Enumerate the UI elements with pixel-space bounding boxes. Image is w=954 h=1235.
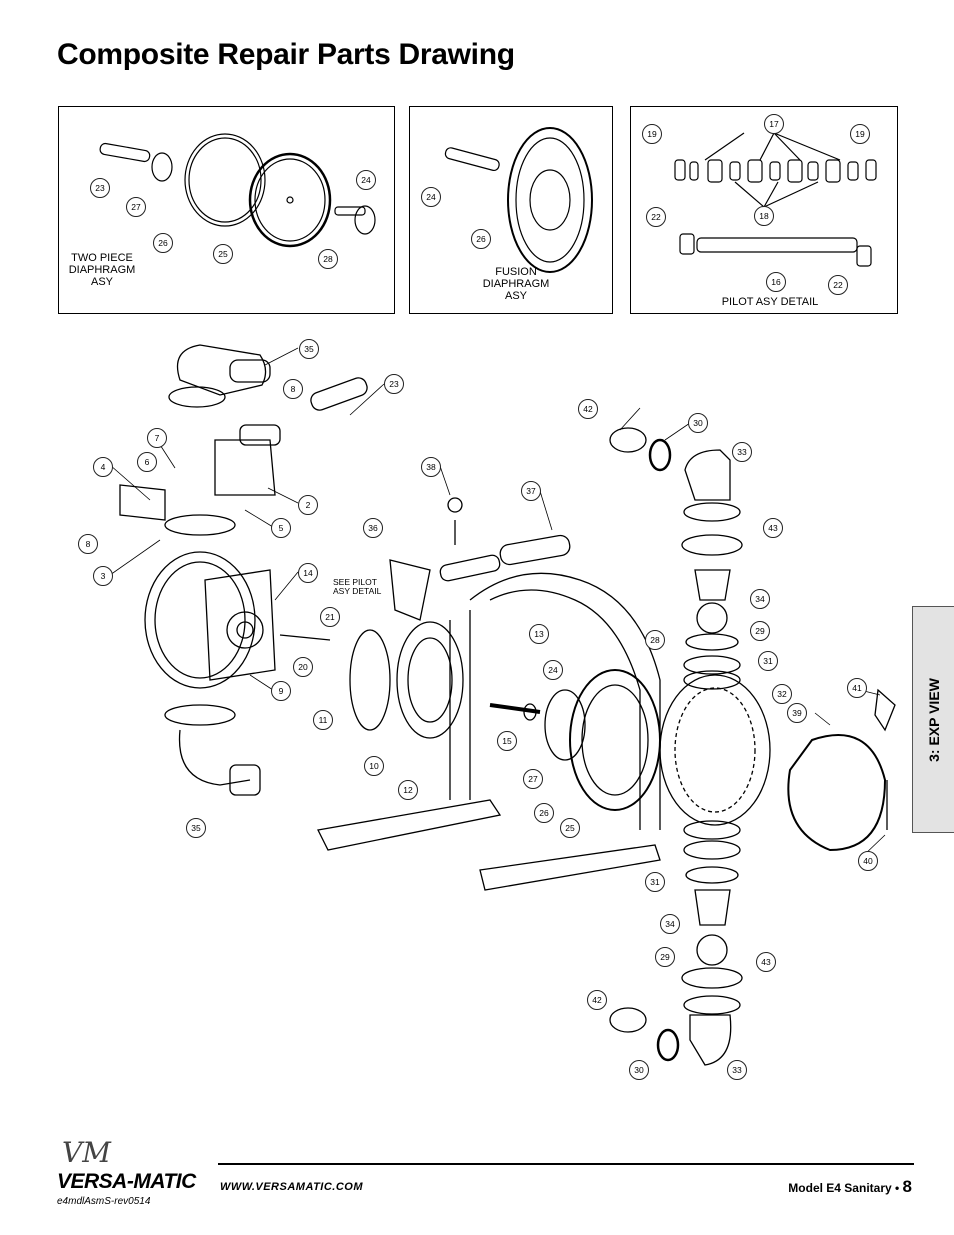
see-pilot-note: SEE PILOT ASY DETAIL	[333, 577, 382, 596]
callout-24: 24	[356, 170, 376, 190]
callout-31: 31	[645, 872, 665, 892]
callout-30: 30	[688, 413, 708, 433]
callout-28: 28	[645, 630, 665, 650]
callout-24: 24	[421, 187, 441, 207]
fusion-diaphragm-drawing	[444, 127, 593, 273]
callout-38: 38	[421, 457, 441, 477]
section-tab[interactable]: 3: EXP VIEW	[912, 606, 954, 833]
callout-2: 2	[298, 495, 318, 515]
page-title: Composite Repair Parts Drawing	[57, 38, 515, 71]
document-id: e4mdlAsmS-rev0514	[57, 1196, 151, 1207]
callout-18: 18	[754, 206, 774, 226]
callout-43: 43	[756, 952, 776, 972]
callout-33: 33	[727, 1060, 747, 1080]
callout-8: 8	[78, 534, 98, 554]
versa-matic-logo: VERSA-MATIC	[57, 1170, 196, 1193]
callout-20: 20	[293, 657, 313, 677]
callout-41: 41	[847, 678, 867, 698]
callout-11: 11	[313, 710, 333, 730]
callout-16: 16	[766, 272, 786, 292]
callout-23: 23	[384, 374, 404, 394]
callout-30: 30	[629, 1060, 649, 1080]
model-label: Model E4 Sanitary •	[788, 1181, 903, 1195]
callout-22: 22	[646, 207, 666, 227]
air-side-assembly	[119, 344, 541, 796]
callout-14: 14	[298, 563, 318, 583]
footer-divider	[218, 1163, 914, 1165]
callout-26: 26	[471, 229, 491, 249]
callout-22: 22	[828, 275, 848, 295]
pilot-caption: PILOT ASY DETAIL	[721, 296, 819, 308]
callout-40: 40	[858, 851, 878, 871]
fusion-caption: FUSION DIAPHRAGM ASY	[482, 266, 550, 302]
callout-29: 29	[655, 947, 675, 967]
callout-9: 9	[271, 681, 291, 701]
website-link[interactable]: WWW.VERSAMATIC.COM	[220, 1181, 364, 1193]
page-number: 8	[902, 1177, 912, 1196]
callout-39: 39	[787, 703, 807, 723]
callout-29: 29	[750, 621, 770, 641]
callout-34: 34	[660, 914, 680, 934]
callout-6: 6	[137, 452, 157, 472]
pilot-assembly-drawing	[674, 132, 877, 267]
callout-36: 36	[363, 518, 383, 538]
callout-25: 25	[213, 244, 233, 264]
callout-27: 27	[523, 769, 543, 789]
callout-17: 17	[764, 114, 784, 134]
callout-35: 35	[186, 818, 206, 838]
footer-model: Model E4 Sanitary • 8	[788, 1177, 912, 1197]
callout-24: 24	[543, 660, 563, 680]
callout-7: 7	[147, 428, 167, 448]
callout-25: 25	[560, 818, 580, 838]
callout-28: 28	[318, 249, 338, 269]
callout-26: 26	[153, 233, 173, 253]
callout-5: 5	[271, 518, 291, 538]
callout-19: 19	[850, 124, 870, 144]
callout-42: 42	[587, 990, 607, 1010]
callout-21: 21	[320, 607, 340, 627]
callout-23: 23	[90, 178, 110, 198]
callout-13: 13	[529, 624, 549, 644]
fluid-side-assembly	[544, 427, 896, 1066]
callout-42: 42	[578, 399, 598, 419]
vm-logo-mark: VM	[62, 1136, 111, 1169]
fusion-diaphragm-inset	[409, 106, 613, 314]
two-piece-diaphragm-inset	[58, 106, 395, 314]
callout-15: 15	[497, 731, 517, 751]
callout-31: 31	[758, 651, 778, 671]
frame-assembly	[317, 497, 661, 891]
section-tab-label: 3: EXP VIEW	[926, 677, 942, 762]
callout-43: 43	[763, 518, 783, 538]
callout-37: 37	[521, 481, 541, 501]
callout-12: 12	[398, 780, 418, 800]
callout-26: 26	[534, 803, 554, 823]
callout-27: 27	[126, 197, 146, 217]
callout-4: 4	[93, 457, 113, 477]
callout-3: 3	[93, 566, 113, 586]
callout-32: 32	[772, 684, 792, 704]
callout-10: 10	[364, 756, 384, 776]
two-piece-diaphragm-drawing	[99, 133, 376, 248]
callout-34: 34	[750, 589, 770, 609]
callout-35: 35	[299, 339, 319, 359]
callout-19: 19	[642, 124, 662, 144]
callout-33: 33	[732, 442, 752, 462]
callout-8: 8	[283, 379, 303, 399]
two-piece-caption: TWO PIECE DIAPHRAGM ASY	[68, 252, 136, 288]
